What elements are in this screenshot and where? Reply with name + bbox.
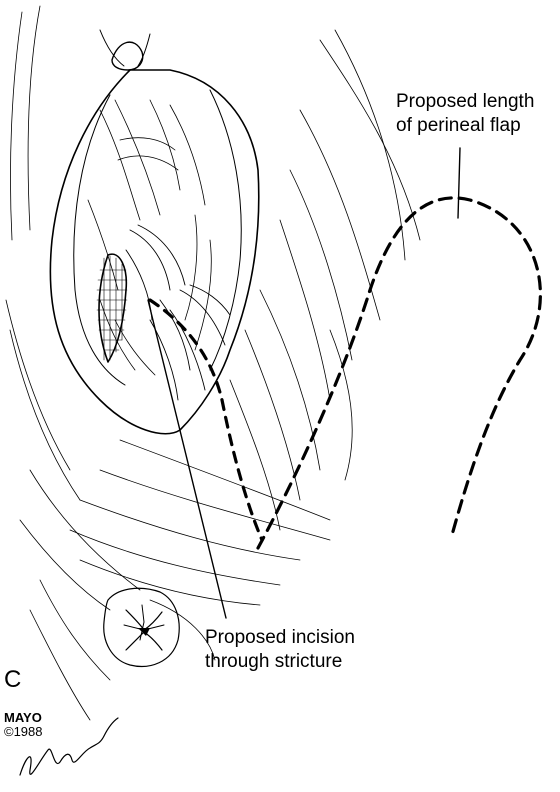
flap-label-line1: Proposed length [396,91,535,112]
right-hatching [69,29,421,661]
left-hatching [5,5,141,721]
incision-leader-line [147,299,227,619]
panel-letter: C [4,666,22,693]
artist-signature [19,717,119,776]
flap-label-line2: of perineal flap [396,115,521,136]
proposed-incision-dashed [148,298,264,542]
orifice-crosshatch [96,255,128,361]
credit-brand: MAYO [4,710,42,725]
anus [103,587,180,667]
flap-length-label: Proposed length of perineal flap [396,90,534,138]
inner-folds [87,99,212,376]
clitoral-hood [111,41,144,71]
vaginal-orifice [98,253,128,363]
incision-label: Proposed incision through stricture [205,626,355,674]
anus-center [138,628,150,636]
proposed-flap-outline [256,196,542,550]
credit-year: ©1988 [4,724,43,739]
incision-label-line2: through stricture [205,651,343,672]
flap-leader-line [457,147,461,219]
labia-outline [49,69,260,435]
incision-label-line1: Proposed incision [205,627,355,648]
copyright-credit: MAYO ©1988 [4,711,43,739]
